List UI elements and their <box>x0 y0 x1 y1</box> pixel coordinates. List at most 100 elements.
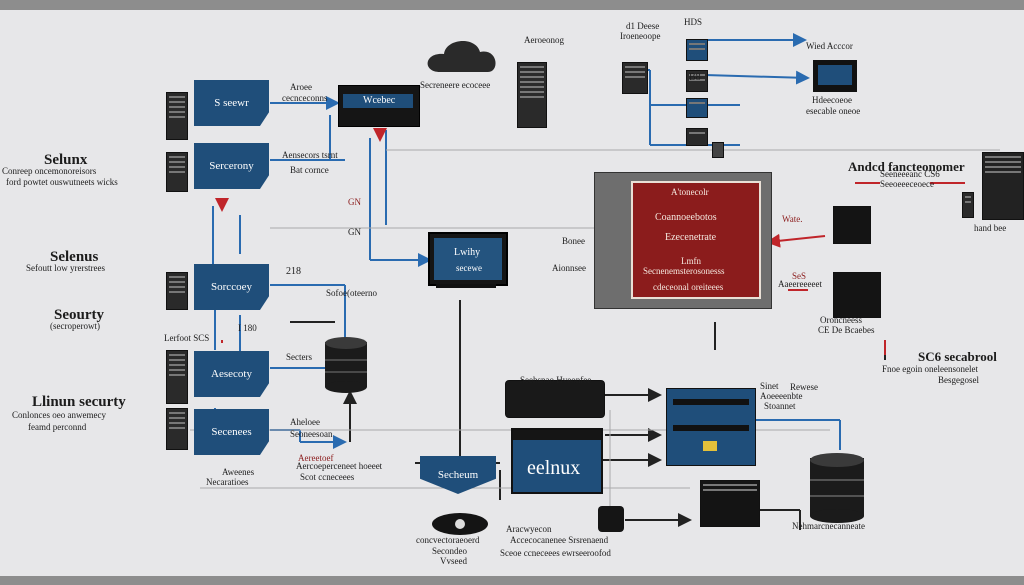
central-line3: Lmfn <box>681 256 701 266</box>
label-aweenes: Aweenes <box>222 467 255 477</box>
access-point-icon <box>712 142 724 158</box>
right-label-stoalnet: Stoannet <box>764 401 796 411</box>
right-label-oroneness: Oroncneess <box>820 315 862 325</box>
left-title-linux: Llinun securty <box>32 394 126 410</box>
node-s-seewr[interactable]: S seewr <box>194 80 269 126</box>
monitor-stand <box>436 284 496 288</box>
right-sub-android-2: Seeoeeeceoece <box>880 179 934 189</box>
elinux-device[interactable]: eelnux <box>511 428 603 494</box>
left-sub-linux-2: feamd perconnd <box>28 422 87 432</box>
central-side-label-2: Aionnsee <box>552 263 586 273</box>
right-label-sceoe: Sceoe ccneceees ewrseeroofod <box>500 548 611 558</box>
label-secters: Secters <box>286 352 312 362</box>
label-sofoe: Sofoe(oteerno <box>326 288 377 298</box>
router-label: Wcebec <box>363 95 396 106</box>
device-icon <box>598 506 624 532</box>
label-aensecors: Aensecors tsrnt <box>282 150 338 160</box>
label-218: 218 <box>286 266 301 277</box>
right-label-ses: SeS <box>792 271 807 281</box>
label-i180: I 180 <box>238 323 257 333</box>
server-rack-icon <box>166 272 188 310</box>
elinux-label: eelnux <box>527 457 581 479</box>
label-seoneesoan: Seoneesoan <box>290 429 333 439</box>
monitor-device[interactable]: Lwihy secewe <box>428 232 508 286</box>
central-panel[interactable]: A'tonecolr Coannoeebotos Ezecenetrate Lm… <box>631 181 761 299</box>
top-label-hds: HDS <box>684 17 703 27</box>
server-rack-icon <box>982 152 1024 220</box>
right-label-aoeeeenbte: Aoeeeenbte <box>760 391 803 401</box>
monitor-subtitle: secewe <box>456 263 482 273</box>
label-cecnceconns: cecnceconns <box>282 93 328 103</box>
printer-icon <box>833 206 871 244</box>
node-secenees[interactable]: Secenees <box>194 409 269 455</box>
top-label-esecable: esecable oneoe <box>806 106 861 116</box>
printer-icon <box>833 272 881 318</box>
left-sub-linux-1: Conlonces oeo anwemecy <box>12 410 106 420</box>
label-aercoeper: Aercoeperceneet hoeeet <box>296 461 383 471</box>
router-device: Wcebec <box>338 85 420 127</box>
server-rack-icon <box>686 98 708 118</box>
server-rack-icon <box>166 350 188 404</box>
label-gn-1: GN <box>348 197 361 207</box>
right-sub-secretool-1: Fnoe egoin oneleensonelet <box>882 364 978 374</box>
right-label-secondo: Secondeo <box>432 546 467 556</box>
cloud-label: Secreneere ecoceee <box>420 80 491 90</box>
label-aroee: Aroee <box>290 82 312 92</box>
laptop-icon <box>813 60 857 92</box>
central-line5: cdeceonal oreiteees <box>653 282 724 292</box>
central-server-box: A'tonecolr Coannoeebotos Ezecenetrate Lm… <box>594 172 772 309</box>
top-label-aerosomg: Aeroeonog <box>524 35 564 45</box>
right-label-rewese: Rewese <box>790 382 818 392</box>
server-rack-icon <box>166 408 188 450</box>
label-lerfoot: Lerfoot SCS <box>164 333 210 343</box>
right-label-nemaroote: Nehmarcnecanneate <box>792 521 865 531</box>
right-sub-secretool-2: Besgegosel <box>938 375 979 385</box>
server-rack-icon <box>686 128 708 146</box>
node-aesecoty[interactable]: Aesecoty <box>194 351 269 397</box>
server-rack-icon <box>166 92 188 140</box>
left-sub-security: (secroperowt) <box>50 321 100 331</box>
server-rack-icon <box>622 62 648 94</box>
server-rack-icon <box>962 192 974 218</box>
cloud-icon <box>427 40 496 72</box>
switch-panel[interactable] <box>666 388 756 466</box>
right-label-ce-de: CE De Bcaebes <box>818 325 875 335</box>
server-rack-icon <box>686 70 708 92</box>
right-sub-android-1: Seeneeeanc CS6 <box>880 169 940 179</box>
server-rack-icon <box>517 62 547 128</box>
label-bat-cornce: Bat cornce <box>290 165 329 175</box>
label-aheloee: Aheloee <box>290 417 320 427</box>
diagram-canvas: Wcebec Lwihy secewe S seewr Sercerony So… <box>0 10 1024 576</box>
top-label-ds: d1 Deese <box>626 21 660 31</box>
right-label-aaeere: Aaeereeeeet <box>778 279 822 289</box>
left-sub-selinux-2: ford powtet ouswutneets wicks <box>6 177 118 187</box>
central-line2: Ezecenetrate <box>665 232 717 243</box>
left-title-security: Seourty <box>54 307 104 323</box>
top-label-hostcoope: Iroeneoope <box>620 31 661 41</box>
label-necaratioes: Necaratioes <box>206 477 249 487</box>
disk-icon <box>505 380 605 418</box>
left-title-selenus: Selenus <box>50 249 99 265</box>
top-label-wied-account: Wied Acccor <box>806 41 853 51</box>
right-label-crossrd: Accecocanenee Srsrenaend <box>510 535 609 545</box>
central-side-label: Bonee <box>562 236 585 246</box>
node-sorccoey[interactable]: Sorccoey <box>194 264 269 310</box>
right-label-wate: Wate. <box>782 214 803 224</box>
label-gn-2: GN <box>348 227 361 237</box>
node-sercerony[interactable]: Sercerony <box>194 143 269 189</box>
left-sub-selinux-1: Conreep oncemonoreisors <box>2 166 97 176</box>
right-label-sinet: Sinet <box>760 381 779 391</box>
right-label-vvseed: Vvseed <box>440 556 467 566</box>
right-label-acrocy: Aracwyecon <box>506 524 552 534</box>
right-label-coneoe: concvectoraeoerd <box>416 535 480 545</box>
server-rack-icon <box>686 39 708 61</box>
top-label-b8: B8 <box>689 72 701 83</box>
storage-drum-icon <box>810 453 864 523</box>
left-sub-selenus: Sefoutt low yrerstrees <box>26 263 105 273</box>
central-title: A'tonecolr <box>671 187 709 197</box>
left-title-selinux: Selunx <box>44 152 88 168</box>
label-aereetoef: Aereetoef <box>298 453 334 463</box>
right-label-sentacneoe: Seehsnao Hveonfee <box>520 375 592 385</box>
top-label-idecoe: Hdeecoeoe <box>812 95 852 105</box>
server-rack-icon <box>166 152 188 192</box>
